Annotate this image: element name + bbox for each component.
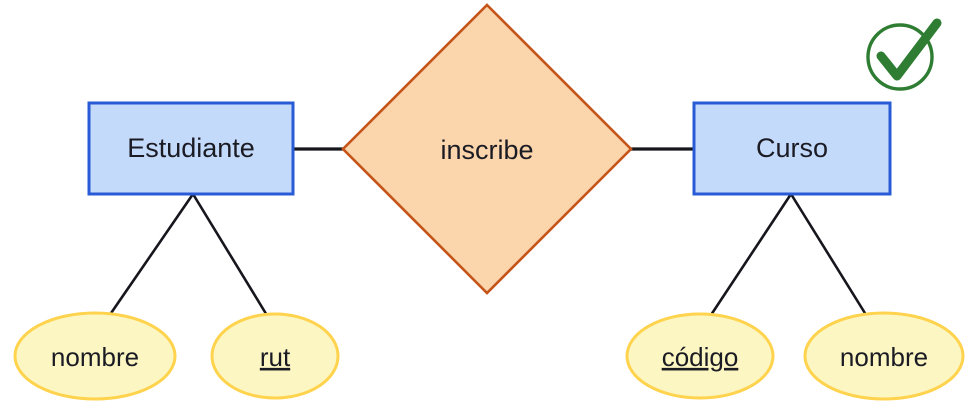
connector-curso-codigo <box>707 192 793 320</box>
entity-curso[interactable]: Curso <box>692 101 892 196</box>
connector-curso-nombre <box>789 192 870 320</box>
connector-estudiante-rut <box>191 192 270 319</box>
attribute-label-estudiante-rut: rut <box>260 342 291 372</box>
entity-label-estudiante: Estudiante <box>127 133 255 163</box>
attribute-curso-codigo-ellipse <box>625 312 775 400</box>
entity-label-curso: Curso <box>756 133 828 163</box>
entity-curso-box <box>692 101 892 196</box>
entity-estudiante[interactable]: Estudiante <box>87 101 295 196</box>
attribute-curso-nombre-ellipse <box>803 311 965 401</box>
relationship-label-inscribe: inscribe <box>440 135 533 165</box>
attribute-label-estudiante-nombre: nombre <box>51 342 139 372</box>
attribute-estudiante-rut-ellipse <box>210 312 340 400</box>
attribute-label-curso-nombre: nombre <box>840 342 928 372</box>
connector-estudiante-nombre <box>105 192 195 321</box>
relationship-inscribe[interactable]: inscribe <box>341 3 633 295</box>
attribute-estudiante-nombre-ellipse <box>13 311 177 401</box>
attribute-label-curso-codigo: código <box>662 342 739 372</box>
attribute-estudiante-rut[interactable]: rut <box>210 312 340 400</box>
check-circle-icon <box>866 18 942 91</box>
attribute-estudiante-nombre[interactable]: nombre <box>13 311 177 401</box>
entity-estudiante-box <box>87 101 295 196</box>
attribute-curso-codigo[interactable]: código <box>625 312 775 400</box>
attribute-curso-nombre[interactable]: nombre <box>803 311 965 401</box>
check-circle-ring <box>866 23 934 91</box>
check-mark-stroke <box>876 18 942 81</box>
relationship-diamond-shape <box>341 3 633 295</box>
connector-group <box>105 147 870 321</box>
